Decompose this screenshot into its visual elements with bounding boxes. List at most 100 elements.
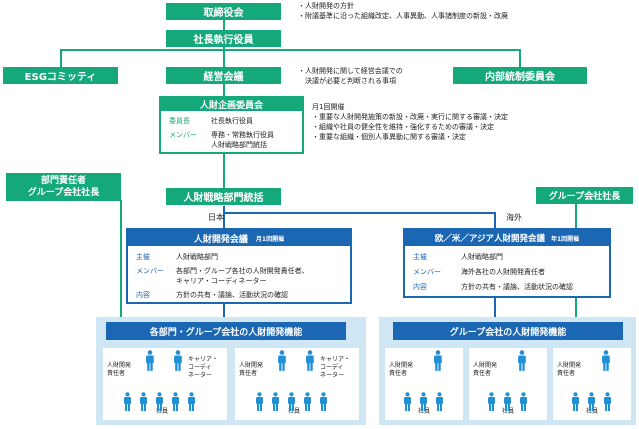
caption-line: 責任者 xyxy=(557,370,576,377)
esg-label: ESGコミッティ xyxy=(24,72,97,83)
role2-caption: キャリア・ コーディ ネーター xyxy=(320,356,350,380)
domestic-label: 日本 xyxy=(208,213,224,222)
president-box[interactable]: 社長執行役員 xyxy=(166,30,281,47)
person-icon xyxy=(434,350,442,371)
left-card-1: 人財開発 責任者 キャリア・ コーディ ネーター 社員 xyxy=(103,348,227,420)
board-label: 取締役会 xyxy=(203,8,244,19)
person-icon xyxy=(604,392,611,411)
role1-caption: 人財開発 責任者 xyxy=(389,362,413,378)
board-box[interactable]: 取締役会 xyxy=(166,3,281,20)
member-label: メンバー xyxy=(169,131,197,139)
left-card-2: 人財開発 責任者 キャリア・ コーディ ネーター 社員 xyxy=(235,348,359,420)
japan-content-label: 内容 xyxy=(136,291,150,299)
japan-host-value: 人財戦略部門 xyxy=(176,253,218,261)
person-icon xyxy=(272,392,279,411)
strategy-blue-h xyxy=(223,212,495,214)
internal-control-box[interactable]: 内部統制委員会 xyxy=(453,67,587,84)
member-value: 人財戦略部門統括 xyxy=(211,141,267,149)
caption-line: キャリア・ xyxy=(320,356,351,363)
hr-committee-note: ・重要な組織・個別人事異動に関する審議・決定 xyxy=(312,133,466,141)
japan-member-value: キャリア・コーディネーター xyxy=(176,277,267,285)
division-heads-line2: グループ会社社長 xyxy=(27,188,100,198)
caption-line: ネーター xyxy=(320,372,345,379)
left-function-title: 各部門・グループ会社の人財開発機能 xyxy=(106,322,346,340)
spine-line-mid xyxy=(223,152,225,188)
ic-drop xyxy=(519,49,521,67)
overseas-label: 海外 xyxy=(506,213,522,222)
esg-drop xyxy=(60,49,62,67)
person-icon xyxy=(320,392,327,411)
person-icon xyxy=(174,350,182,371)
person-icon xyxy=(124,392,131,411)
overseas-council-box[interactable]: 欧／米／アジア人財開発会議 年1回開催 主催 人財戦略部門 メンバー 海外各社の… xyxy=(403,228,611,298)
person-icon xyxy=(602,350,610,371)
overseas-member-value: 海外各社の人財開発責任者 xyxy=(461,268,545,276)
management-note: ・人財開発に関して経営会議での xyxy=(298,67,403,75)
overseas-host-label: 主催 xyxy=(413,253,427,261)
overseas-council-header: 欧／米／アジア人財開発会議 年1回開催 xyxy=(405,230,609,246)
staff-caption: 社員 xyxy=(502,408,515,415)
internal-control-label: 内部統制委員会 xyxy=(485,72,555,83)
staff-caption: 社員 xyxy=(156,408,169,415)
person-icon xyxy=(256,392,263,411)
chair-value: 社長執行役員 xyxy=(211,117,253,125)
staff-caption: 社員 xyxy=(288,408,301,415)
japan-host-label: 主催 xyxy=(136,253,150,261)
overseas-council-title: 欧／米／アジア人財開発会議 xyxy=(434,234,545,244)
management-meeting-box[interactable]: 経営会議 xyxy=(166,67,281,84)
board-notes: ・人財開発の方針 ・附議基準に沿った組織改定、人事異動、人事諸制度の新設・改廃 xyxy=(298,1,508,21)
esg-committee-box[interactable]: ESGコミッティ xyxy=(3,67,118,84)
japan-council-box[interactable]: 人財開発会議 月1回開催 主催 人財戦略部門 メンバー 各部門・グループ各社の人… xyxy=(126,228,352,304)
left-function-title-text: 各部門・グループ会社の人財開発機能 xyxy=(149,327,303,338)
staff-caption: 社員 xyxy=(418,408,431,415)
person-icon xyxy=(572,392,579,411)
hr-committee-notes: 月1回開催 ・重要な人財開発施策の新設・改廃・実行に関する審議・決定 ・組織や社… xyxy=(312,102,508,142)
caption-line: 人財開発 xyxy=(557,362,582,369)
overseas-host-value: 人財戦略部門 xyxy=(461,253,503,261)
caption-line: 責任者 xyxy=(389,370,408,377)
caption-line: コーディ xyxy=(320,364,344,371)
management-label: 経営会議 xyxy=(203,72,244,83)
caption-line: ネーター xyxy=(188,372,213,379)
spine-line-top xyxy=(223,20,225,98)
board-note: ・人財開発の方針 xyxy=(298,2,354,10)
person-icon xyxy=(436,392,443,411)
person-icon xyxy=(288,392,295,411)
caption-line: 責任者 xyxy=(239,370,258,377)
strategy-blue-down xyxy=(223,206,225,230)
person-icon xyxy=(140,392,147,411)
overseas-content-value: 方針の共有・議論、活動状況の確認 xyxy=(461,283,573,291)
role1-caption: 人財開発 責任者 xyxy=(473,362,497,378)
overseas-member-label: メンバー xyxy=(413,268,441,276)
caption-line: コーディ xyxy=(188,364,212,371)
person-icon xyxy=(188,392,195,411)
president-label: 社長執行役員 xyxy=(193,35,254,46)
person-icon xyxy=(146,350,154,371)
right-function-title-text: グループ会社の人財開発機能 xyxy=(449,327,567,338)
hr-committee-box[interactable]: 人財企画委員会 委員長 社長執行役員 メンバー 専務・常務執行役員 人財戦略部門… xyxy=(159,96,304,154)
division-heads-box[interactable]: 部門責任者 グループ会社社長 xyxy=(6,173,121,201)
caption-line: 人財開発 xyxy=(473,362,498,369)
group-president-label: グループ会社社長 xyxy=(548,192,621,202)
management-note: 決議が必要と判断される事項 xyxy=(305,77,396,85)
hr-strategy-box[interactable]: 人財戦略部門統括 xyxy=(166,188,281,205)
division-heads-line1: 部門責任者 xyxy=(40,176,86,186)
division-heads-line xyxy=(120,200,122,322)
japan-member-label: メンバー xyxy=(136,267,164,275)
person-icon xyxy=(488,392,495,411)
overseas-council-frequency: 年1回開催 xyxy=(550,235,580,243)
caption-line: 人財開発 xyxy=(107,362,132,369)
staff-caption: 社員 xyxy=(586,408,599,415)
member-value: 専務・常務執行役員 xyxy=(211,131,274,139)
chair-label: 委員長 xyxy=(169,117,190,125)
overseas-content-label: 内容 xyxy=(413,283,427,291)
management-notes: ・人財開発に関して経営会議での 決議が必要と判断される事項 xyxy=(298,66,403,86)
role1-caption: 人財開発 責任者 xyxy=(557,362,581,378)
role1-caption: 人財開発 責任者 xyxy=(107,362,131,378)
person-icon xyxy=(404,392,411,411)
hr-committee-note: ・重要な人財開発施策の新設・改廃・実行に関する審議・決定 xyxy=(312,113,508,121)
hr-strategy-label: 人財戦略部門統括 xyxy=(183,193,264,204)
japan-member-value: 各部門・グループ各社の人財開発責任者、 xyxy=(176,267,309,275)
group-president-box[interactable]: グループ会社社長 xyxy=(536,187,633,204)
caption-line: 人財開発 xyxy=(389,362,414,369)
